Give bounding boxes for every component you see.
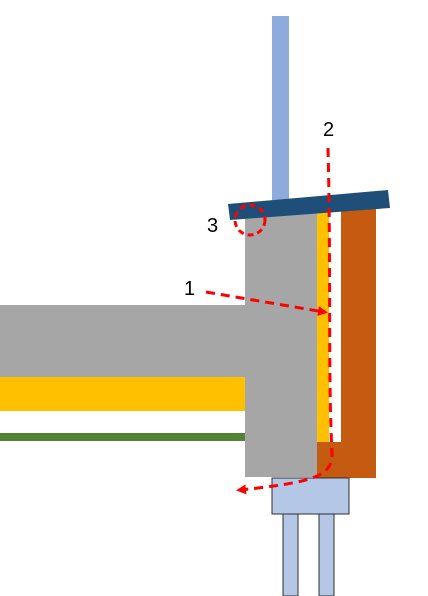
label-2: 2 — [323, 119, 334, 141]
wall-insulation — [317, 210, 329, 442]
label-3: 3 — [207, 215, 218, 237]
slab-insulation — [0, 377, 245, 411]
membrane-line — [0, 433, 245, 441]
air-gap — [329, 210, 341, 442]
arrow-2 — [236, 147, 334, 495]
support-leg-right — [318, 513, 335, 596]
detail-circle-3 — [233, 203, 267, 237]
support-bracket — [271, 477, 350, 515]
arrow-1 — [205, 290, 328, 316]
concrete-slab — [0, 305, 250, 377]
coping-cap — [228, 190, 390, 220]
support-leg-left — [282, 513, 299, 596]
railing-post — [272, 16, 289, 202]
concrete-wall — [245, 212, 317, 477]
label-1: 1 — [184, 278, 195, 300]
